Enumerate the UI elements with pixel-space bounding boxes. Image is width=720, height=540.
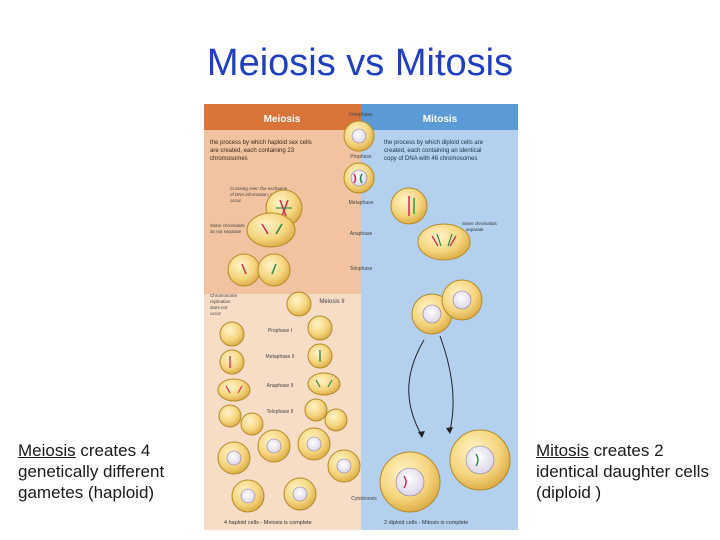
meiosis-footer: 4 haploid cells - Meiosis is complete xyxy=(224,520,312,526)
note-no-replication: Chromosome replication does not occur xyxy=(210,293,238,316)
stage-anaphase-ii: Anaphase II xyxy=(267,383,294,389)
mitosis-header: Mitosis xyxy=(423,114,458,125)
stage-prophase: Prophase xyxy=(350,154,372,160)
meiosis-header: Meiosis xyxy=(264,114,301,125)
stage-telophase: Telophase xyxy=(350,266,373,272)
note-crossing-over: Crossing over: the exchange of DNA infor… xyxy=(230,186,289,203)
cell-mitosis-telophase xyxy=(411,279,483,335)
stage-prophase-ii: Prophase I xyxy=(268,328,292,334)
mitosis-arrow-left xyxy=(408,339,425,437)
cell-prophase xyxy=(343,162,375,194)
cell-meiosis-ii-anaphase xyxy=(217,372,341,402)
cell-meiosis-ii-telophase xyxy=(218,398,348,436)
mitosis-arrowhead-right xyxy=(446,427,453,434)
cell-mitosis-anaphase xyxy=(417,223,471,261)
note-sister-separate: Sister chromatids separate xyxy=(462,221,498,232)
stage-cytokinesis: Cytokinesis xyxy=(351,496,377,502)
stage-metaphase-ii: Metaphase II xyxy=(266,354,295,360)
note-sister-do-not-separate: Sister chromatids do not separate xyxy=(210,223,246,234)
meiosis-caption-text: creates 4 genetically different gametes … xyxy=(18,441,165,502)
meiosis-mitosis-diagram: Meiosis Mitosis the process by which hap… xyxy=(204,104,518,530)
mitosis-arrow-right xyxy=(439,335,454,431)
mitosis-caption-text: creates 2 identical daughter cells (dipl… xyxy=(536,441,709,502)
stage-anaphase: Anaphase xyxy=(350,231,373,237)
cell-meiosis-ii-prophase xyxy=(219,291,333,347)
cell-mitosis-metaphase xyxy=(390,187,428,225)
slide-title: Meiosis vs Mitosis xyxy=(206,42,514,84)
diploid-cells xyxy=(379,429,511,513)
stage-meiosis-ii: Meiosis II xyxy=(319,299,345,305)
mitosis-description: the process by which diploid cells are c… xyxy=(384,140,485,162)
mitosis-caption: Mitosis creates 2 identical daughter cel… xyxy=(536,440,716,503)
mitosis-keyword: Mitosis xyxy=(536,441,589,460)
haploid-cells xyxy=(217,427,361,513)
meiosis-description: the process by which haploid sex cells a… xyxy=(210,140,313,162)
mitosis-footer: 2 diploid cells - Mitosis is complete xyxy=(384,520,468,526)
cell-interphase xyxy=(343,120,375,152)
stage-telophase-ii: Telophase II xyxy=(267,409,294,415)
cell-meiosis-anaphase xyxy=(246,212,296,248)
mitosis-header-bar xyxy=(361,104,518,130)
stage-interphase: Interphase xyxy=(349,112,373,118)
cell-meiosis-ii-metaphase xyxy=(219,343,333,375)
meiosis-caption: Meiosis creates 4 genetically different … xyxy=(18,440,208,503)
meiosis-keyword: Meiosis xyxy=(18,441,76,460)
meiosis-header-bar xyxy=(204,104,361,130)
cell-meiosis-telophase xyxy=(227,253,291,287)
mitosis-arrowhead-left xyxy=(418,431,425,438)
stage-metaphase: Metaphase xyxy=(349,200,374,206)
